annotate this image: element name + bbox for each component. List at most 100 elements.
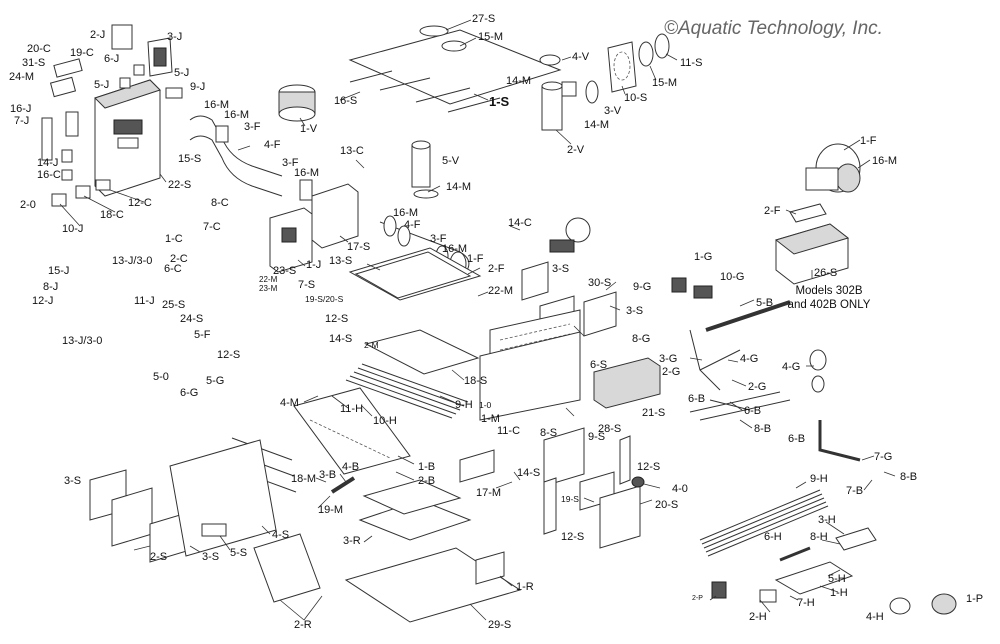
part-label: 29-S	[488, 619, 511, 631]
part-label: 7-G	[874, 451, 892, 463]
part-label: 2-F	[764, 205, 781, 217]
part-label: 3-F	[430, 233, 447, 245]
part-label: 8-H	[810, 531, 828, 543]
part-label: 14-M	[584, 119, 609, 131]
part-label: 2-P	[692, 595, 703, 602]
part-label: 4-G	[740, 353, 758, 365]
part-label: 2-G	[662, 366, 680, 378]
part-label: 8-B	[754, 423, 771, 435]
part-label: 4-M	[280, 397, 299, 409]
part-label: 5-B	[756, 297, 773, 309]
part-label: 15-S	[178, 153, 201, 165]
part-label: 19-C	[70, 47, 94, 59]
part-label: 6-G	[180, 387, 198, 399]
part-label: 27-S	[472, 13, 495, 25]
part-label: 2-M	[364, 340, 379, 350]
part-label: 3-B	[319, 469, 336, 481]
part-label: 12-S	[561, 531, 584, 543]
box-21s-part	[593, 357, 661, 409]
part-label: 1-S	[489, 94, 510, 109]
part-label: 8-B	[900, 471, 917, 483]
part-label: 7-B	[846, 485, 863, 497]
part-label: 7-H	[797, 597, 815, 609]
part-label: 11-H	[340, 403, 363, 415]
part-label: 1-P	[966, 593, 983, 605]
part-label: 16-J	[10, 103, 31, 115]
part-label: 12-S	[325, 313, 348, 325]
part-label: 15-M	[652, 77, 677, 89]
part-label: 19-S/20-S	[305, 294, 344, 304]
part-label: 4-F	[404, 219, 421, 231]
part-label: 8-J	[43, 281, 58, 293]
part-label: 3-S	[626, 305, 643, 317]
part-label: 1-B	[418, 461, 435, 473]
part-label: 16-M	[204, 99, 229, 111]
part-label: 6-J	[104, 53, 119, 65]
part-label: 2-G	[748, 381, 766, 393]
part-label: 16-M	[393, 207, 418, 219]
vent-5v-part	[411, 144, 431, 188]
part-label: 17-S	[347, 241, 370, 253]
part-label: 18-S	[464, 375, 487, 387]
part-label: 12-C	[128, 197, 152, 209]
part-label: 5-F	[194, 329, 211, 341]
part-label: 2-B	[418, 475, 435, 487]
part-label: 23-S	[273, 265, 296, 277]
part-label: 17-M	[476, 487, 501, 499]
copyright-text: ©Aquatic Technology, Inc.	[664, 18, 883, 39]
part-label: 5-G	[206, 375, 224, 387]
part-label: 3-R	[343, 535, 361, 547]
part-label: 22-S	[168, 179, 191, 191]
part-label: 3-S	[552, 263, 569, 275]
part-label: 1-G	[694, 251, 712, 263]
part-label: 1-F	[860, 135, 877, 147]
front-panel-part	[169, 439, 277, 557]
part-label: 5-V	[442, 155, 460, 167]
part-label: 2-F	[488, 263, 505, 275]
part-label: 8-G	[632, 333, 650, 345]
part-label: 3-F	[282, 157, 299, 169]
models-note-line-1: Models 302B	[795, 285, 862, 297]
part-label: 3-G	[659, 353, 677, 365]
part-label: 2-S	[150, 551, 167, 563]
part-label: 6-B	[788, 433, 805, 445]
burner-tray-part	[293, 387, 411, 475]
part-label: 1-H	[830, 587, 848, 599]
part-label: 14-S	[329, 333, 352, 345]
part-label: 13-J/3-0	[62, 335, 102, 347]
part-label: 16-M	[224, 109, 249, 121]
part-label: 16-M	[872, 155, 897, 167]
part-label: 2-V	[567, 144, 585, 156]
part-label: 19-M	[318, 504, 343, 516]
part-label: 13-J/3-0	[112, 255, 152, 267]
part-label: 5-H	[828, 573, 846, 585]
part-label: 3-V	[604, 105, 622, 117]
part-label: 14-M	[506, 75, 531, 87]
plate-10s-part	[607, 41, 637, 93]
part-label: 7-C	[203, 221, 221, 233]
part-label: 14-M	[446, 181, 471, 193]
vent-pipe-part	[541, 85, 563, 131]
part-label: 2-C	[170, 253, 188, 265]
part-label: 14-C	[508, 217, 532, 229]
part-label: 2-0	[20, 199, 36, 211]
part-label: 1-0	[479, 400, 492, 410]
part-label: 1-C	[165, 233, 183, 245]
part-label: 4-B	[342, 461, 359, 473]
part-label: 8-C	[211, 197, 229, 209]
part-label: 6-S	[590, 359, 607, 371]
models-note-line-2: and 402B ONLY	[788, 299, 871, 311]
part-label: 9-H	[455, 399, 473, 411]
part-label: 13-S	[329, 255, 352, 267]
part-label: 3-S	[202, 551, 219, 563]
part-label: 26-S	[814, 267, 837, 279]
part-label: 31-S	[22, 57, 45, 69]
part-shapes	[41, 24, 957, 623]
part-label: 13-C	[340, 145, 364, 157]
part-label: 9-G	[633, 281, 651, 293]
part-label: 9-S	[588, 431, 605, 443]
part-label: 16-M	[442, 243, 467, 255]
part-label: 8-S	[540, 427, 557, 439]
part-label: 22-M	[259, 275, 278, 284]
